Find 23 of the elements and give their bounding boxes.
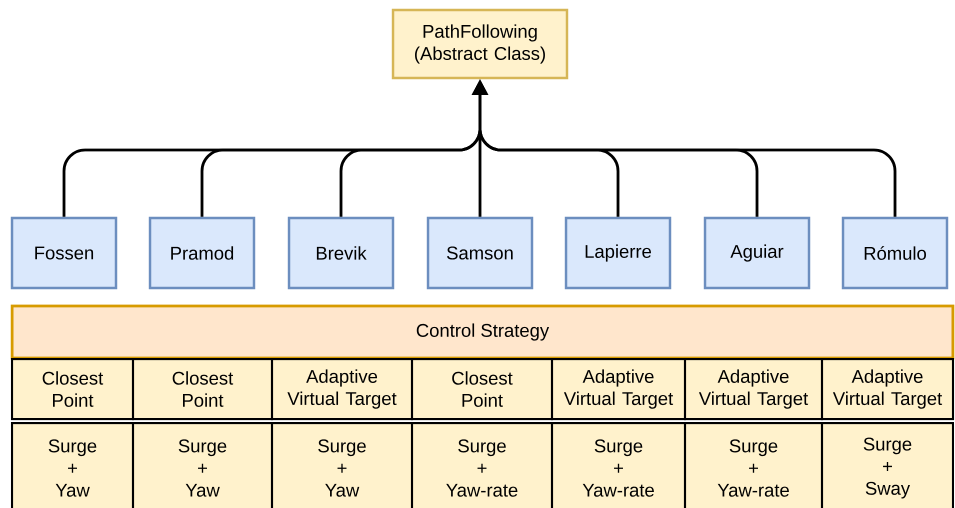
- class-box: Aguiar: [704, 216, 810, 290]
- class-box: Fossen: [10, 216, 118, 290]
- class-box: Pramod: [148, 216, 256, 290]
- table-cell: Surge + Yaw-rate: [550, 422, 686, 508]
- table-cell: Surge + Yaw: [10, 422, 134, 508]
- table-header: Control Strategy: [10, 304, 954, 360]
- table-cell: Surge + Sway: [820, 422, 954, 508]
- table-cell: Surge + Yaw-rate: [410, 422, 554, 508]
- table-cell: Surge + Yaw: [132, 422, 274, 508]
- table-cell: Closest Point: [132, 358, 274, 420]
- class-box: Samson: [426, 216, 534, 290]
- table-cell: Surge + Yaw: [270, 422, 414, 508]
- table-cell: Adaptive Virtual Target: [270, 358, 414, 420]
- class-box: Lapierre: [564, 216, 672, 290]
- class-box: Rómulo: [842, 216, 948, 290]
- table-cell: Adaptive Virtual Target: [550, 358, 686, 420]
- table-cell: Closest Point: [10, 358, 134, 420]
- class-box: PathFollowing (Abstract Class): [392, 8, 568, 80]
- table-cell: Surge + Yaw-rate: [684, 422, 824, 508]
- class-box: Brevik: [288, 216, 394, 290]
- table-cell: Adaptive Virtual Target: [684, 358, 824, 420]
- table-cell: Adaptive Virtual Target: [820, 358, 954, 420]
- table-cell: Closest Point: [410, 358, 554, 420]
